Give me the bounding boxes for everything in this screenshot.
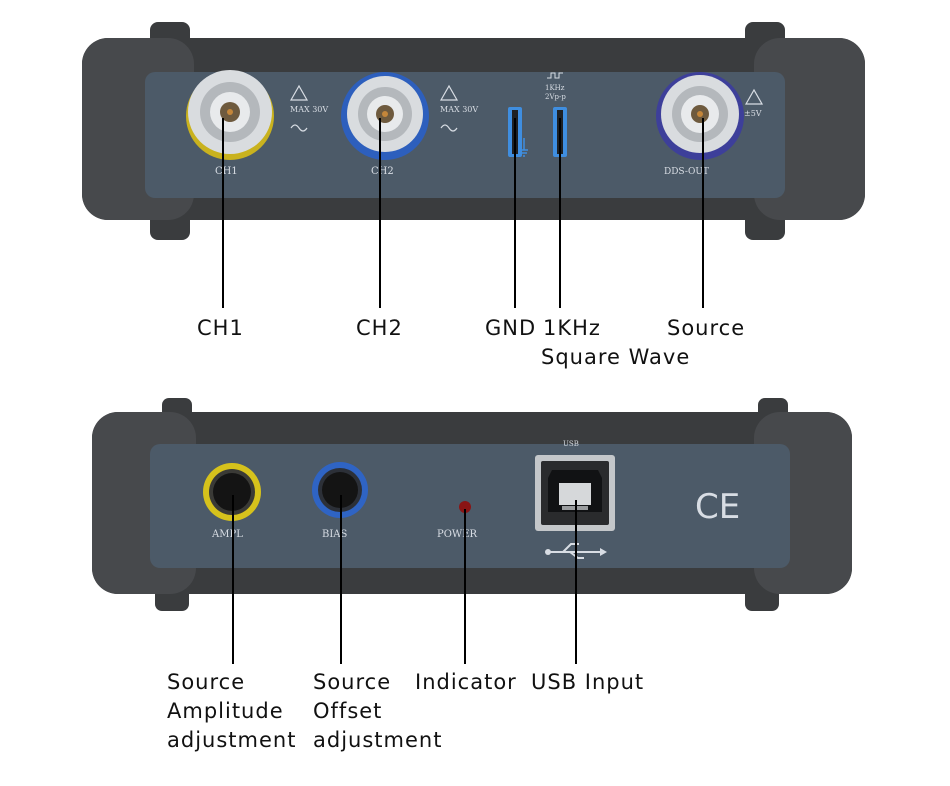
source-bnc-connector [656,72,744,160]
source-rating-marking: ±5V [744,88,764,118]
ampl-silk-label: AMPL [211,529,243,540]
ac-wave-icon [440,124,458,132]
ch1-bnc-connector [186,70,274,160]
ampl-knob [203,463,261,521]
ch1-callout: CH1 [197,316,244,340]
square-wave-callout-line-1: 1KHz [543,316,601,340]
source-silk-label: DDS-OUT [664,167,709,177]
amplitude-callout-line-2: Amplitude [167,699,284,723]
usb-b-port [535,455,615,531]
power-silk-label: POWER [437,529,478,540]
front-panel: MAX 30V MAX 30V ±5V CH1 CH2 DDS-OUT 1KHz… [82,22,865,308]
offset-callout-line-1: Source [313,670,392,694]
ch2-callout: CH2 [356,316,403,340]
bias-knob [312,462,368,518]
ce-mark: CE [695,487,740,527]
front-panel-plate [145,72,785,198]
bias-silk-label: BIAS [322,529,348,540]
indicator-callout: Indicator [415,670,517,694]
ch1-max-rating: MAX 30V [290,105,328,114]
amplitude-callout-line-1: Source [167,670,246,694]
usb-silk-label: USB [563,440,579,448]
usb-callout: USB Input [531,670,645,694]
square-wave-callout: 1KHz Square Wave [541,314,690,372]
gnd-callout: GND [485,316,537,340]
ch1-rating-marking: MAX 30V [289,84,328,132]
square-wave-amp-marking: 2Vp-p [545,93,566,101]
offset-callout-line-2: Offset [313,699,383,723]
ch1-silk-label: CH1 [215,166,238,177]
warning-triangle-icon [289,84,309,101]
amplitude-callout-line-3: adjustment [167,728,297,752]
source-callout: Source [667,316,746,340]
ch2-bnc-connector [341,72,429,160]
ch2-max-rating: MAX 30V [440,105,478,114]
square-wave-freq-marking: 1KHz [545,84,565,92]
offset-callout: Source Offset adjustment [313,668,442,755]
square-wave-callout-line-2: Square Wave [541,345,691,369]
warning-triangle-icon [439,84,459,101]
power-led [459,501,471,513]
source-max-rating: ±5V [744,109,762,118]
amplitude-callout: Source Amplitude adjustment [167,668,296,755]
square-wave-icon [547,72,563,79]
offset-callout-line-3: adjustment [313,728,443,752]
ch2-rating-marking: MAX 30V [439,84,478,132]
ground-symbol-icon [520,138,528,157]
warning-triangle-icon [744,88,764,105]
ch2-silk-label: CH2 [371,166,394,177]
ac-wave-icon [290,124,308,132]
rear-panel: AMPL BIAS POWER USB CE [92,398,852,664]
